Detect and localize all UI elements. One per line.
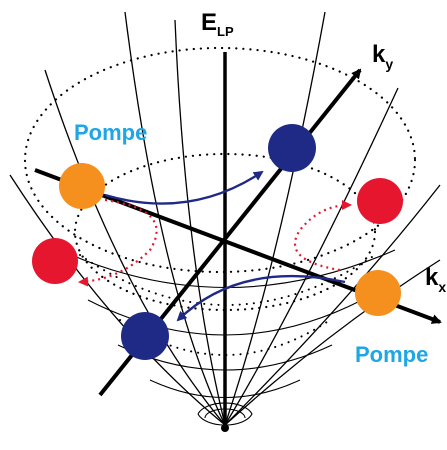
meridian-4	[174, 19, 226, 426]
blue-arrow-top	[104, 170, 264, 205]
pump-label-left: Pompe	[74, 120, 147, 145]
pump-circle-right	[355, 270, 401, 316]
dotted-rings	[23, 46, 417, 312]
dotted-arrow-left	[78, 198, 158, 287]
dotted-ring-top	[23, 46, 417, 274]
ky-axis-label: ky	[372, 41, 393, 72]
energy-axis-subscript: LP	[217, 24, 234, 39]
kx-axis-subscript: x	[438, 279, 446, 295]
meridian-5	[224, 11, 326, 426]
meridian-8	[224, 87, 399, 426]
pump-label-right: Pompe	[355, 342, 428, 367]
dotted-arrow-right	[294, 200, 352, 272]
blue-circle-top	[268, 124, 316, 172]
blue-circle-bottom	[121, 312, 169, 360]
signal-circle-right	[357, 178, 403, 224]
ring-bottom-small	[197, 402, 253, 426]
kx-axis-label: kx	[425, 264, 446, 295]
blue-arrow-bottom	[176, 274, 346, 322]
origin-dot	[221, 424, 229, 432]
signal-circle-left	[32, 238, 78, 284]
blue-scattering-arrows	[104, 170, 346, 322]
dotted-ring-middle	[73, 152, 377, 312]
meridian-1	[9, 174, 226, 426]
meridian-6	[224, 184, 441, 426]
paraboloid-meridians	[9, 11, 441, 426]
pump-circle-left	[59, 163, 105, 209]
meridian-2	[44, 69, 226, 426]
polariton-states	[32, 124, 403, 360]
meridian-3	[124, 11, 226, 426]
meridian-7	[224, 259, 441, 426]
ky-axis-subscript: y	[385, 56, 393, 72]
energy-axis-label: ELP	[201, 9, 234, 39]
dotted-scattering-arrows	[78, 198, 352, 287]
